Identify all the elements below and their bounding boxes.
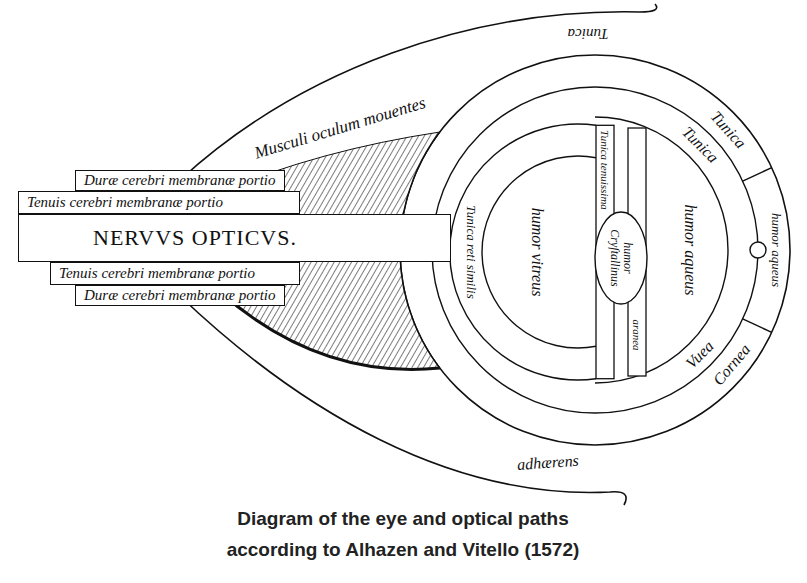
membrane-band: Tenuis cerebri membranæ portio xyxy=(18,191,300,214)
part-label: Tunica tenuissima xyxy=(599,130,612,210)
optic-nerve-band: NERVVS OPTICVS. xyxy=(18,214,451,262)
cornea-border xyxy=(743,319,772,333)
retina-inner xyxy=(482,156,596,348)
second-coat xyxy=(432,87,758,413)
muscle-outline-top xyxy=(180,4,657,180)
retina-outer xyxy=(450,124,596,380)
figure-caption: Diagram of the eye and optical paths acc… xyxy=(213,503,593,565)
crystalline-lens xyxy=(595,212,647,304)
membrane-band: Tenuis cerebri membranæ portio xyxy=(50,262,300,285)
uvea-inner xyxy=(595,117,728,383)
membrane-name: Duræ cerebri membranæ portio xyxy=(84,172,276,189)
cornea-border xyxy=(743,168,772,182)
part-label: Tunica reti similis xyxy=(464,205,479,298)
part-label: humor aqueus xyxy=(681,204,699,295)
part-label: Vuea xyxy=(682,337,717,372)
part-label: aranea xyxy=(631,319,644,350)
part-label: adhærens xyxy=(517,452,580,475)
part-label: Tunica xyxy=(568,24,609,41)
part-label: humor aqueus xyxy=(769,213,784,287)
membrane-name: Tenuis cerebri membranæ portio xyxy=(27,194,223,211)
muscle-outline-bottom xyxy=(180,296,626,505)
pupil xyxy=(750,242,766,258)
membrane-band: Duræ cerebri membranæ portio xyxy=(75,285,285,306)
membrane-band: Duræ cerebri membranæ portio xyxy=(75,170,285,191)
membrane-name: Duræ cerebri membranæ portio xyxy=(84,287,276,304)
nerve-name: NERVVS OPTICVS. xyxy=(93,226,297,250)
part-label: humor Cryſtallinus xyxy=(608,226,634,290)
membrane-name: Tenuis cerebri membranæ portio xyxy=(59,265,255,282)
part-label: humor vitreus xyxy=(528,208,546,297)
outer-coat xyxy=(400,55,790,445)
